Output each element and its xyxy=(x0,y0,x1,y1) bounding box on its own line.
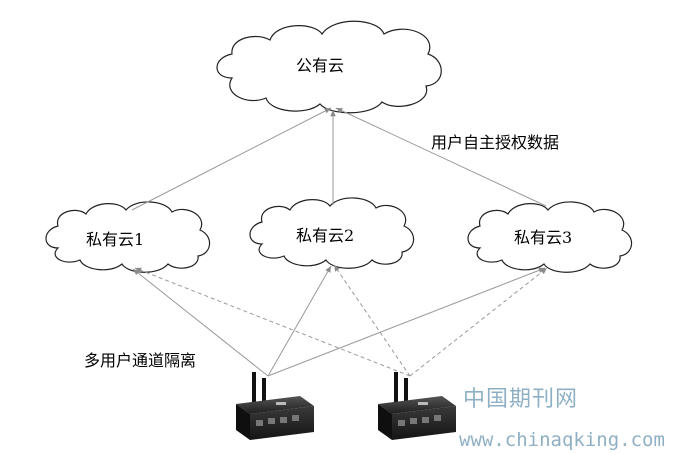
authorization-annotation: 用户自主授权数据 xyxy=(431,133,560,152)
private-cloud-2-label: 私有云2 xyxy=(296,226,355,245)
public-cloud-label: 公有云 xyxy=(296,56,345,75)
device-2-link-cloud-3 xyxy=(409,267,548,377)
private-cloud-2-icon xyxy=(249,197,415,269)
private-cloud-1-label: 私有云1 xyxy=(86,230,145,249)
isolation-annotation: 多用户通道隔离 xyxy=(84,351,197,370)
private-cloud-3-label: 私有云3 xyxy=(514,228,573,247)
router-device-1-icon xyxy=(236,372,314,440)
device-1-link-cloud-3 xyxy=(267,267,546,377)
auth-arrow-1 xyxy=(131,107,332,211)
device-2-link-cloud-1 xyxy=(134,267,411,377)
watermark-url: www.chinaqking.com xyxy=(459,429,665,451)
private-cloud-1-icon xyxy=(45,201,211,273)
device-1-link-cloud-2 xyxy=(267,265,332,377)
watermark-name: 中国期刊网 xyxy=(463,387,579,412)
private-cloud-3-icon xyxy=(467,201,633,273)
device-2-link-cloud-2 xyxy=(333,264,411,377)
public-cloud-icon xyxy=(216,20,442,114)
router-device-2-icon xyxy=(378,372,456,440)
device-1-link-cloud-1 xyxy=(132,268,269,377)
auth-arrow-3 xyxy=(335,107,547,207)
